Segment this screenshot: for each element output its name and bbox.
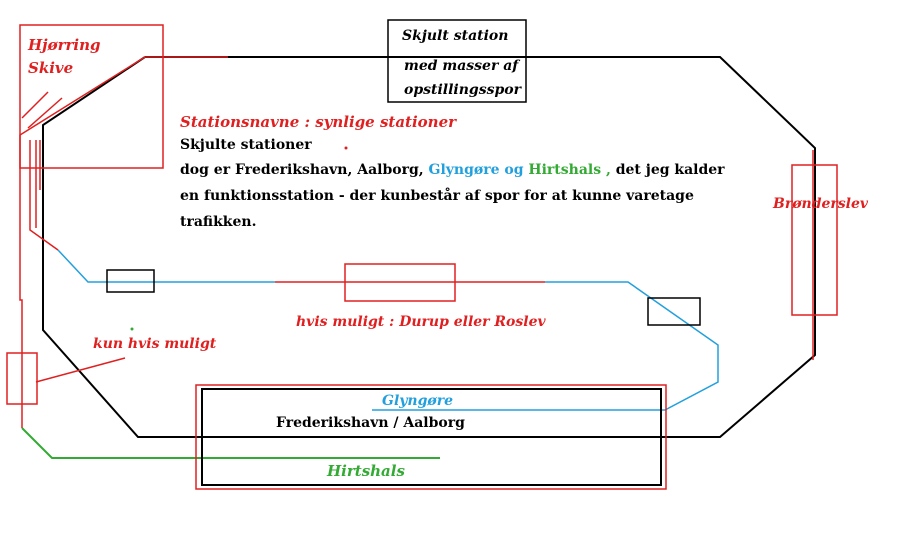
blue-track-right <box>372 281 719 411</box>
desc-line-1-b: det jeg kalder <box>615 162 725 178</box>
bronderslev-box <box>791 164 838 316</box>
hjorring-box <box>19 24 164 169</box>
red-spur-1 <box>21 91 49 119</box>
green-track <box>21 427 440 459</box>
label-hjorring: Hjørring <box>28 36 101 54</box>
frederikshavn-inner-box <box>201 388 662 486</box>
label-skive: Skive <box>28 59 74 77</box>
label-stationsnavne: Stationsnavne : synlige stationer <box>180 113 457 131</box>
desc-hirtshals: Hirtshals , <box>528 162 616 178</box>
desc-line-1-a: dog er Frederikshavn, Aalborg, <box>180 162 429 178</box>
desc-line-3: trafikken. <box>180 214 257 230</box>
red-left-vertical <box>19 232 23 428</box>
label-hirtshals: Hirtshals <box>327 462 405 480</box>
red-spur-3 <box>29 140 59 251</box>
label-skjulte: Skjulte stationer <box>180 137 312 153</box>
label-hidden-station-1: Skjult station <box>402 28 509 44</box>
black-main-loop <box>42 56 816 438</box>
label-frederikshavn: Frederikshavn / Aalborg <box>276 415 465 431</box>
red-track-hjorring <box>19 56 228 232</box>
label-hidden-station-3: opstillingsspor <box>404 82 521 98</box>
hidden-station-box <box>387 19 527 103</box>
small-box-right <box>647 297 701 326</box>
desc-glyngore: Glyngøre og <box>428 162 529 178</box>
kun-box <box>6 352 38 405</box>
desc-line-2: en funktionsstation - der kunbestår af s… <box>180 188 694 204</box>
label-kun-hvis-muligt: kun hvis muligt <box>93 336 217 352</box>
label-glyngore: Glyngøre <box>382 393 453 409</box>
label-bronderslev: Brønderslev <box>773 196 869 212</box>
label-hidden-station-2: med masser af <box>404 58 519 74</box>
durup-box <box>344 263 456 302</box>
red-branch-kun <box>35 357 126 383</box>
frederikshavn-outer-box <box>195 384 667 490</box>
green-dot <box>130 327 134 331</box>
blue-track <box>57 249 275 283</box>
small-box-left <box>106 269 155 293</box>
desc-line-1: dog er Frederikshavn, Aalborg, Glyngøre … <box>180 162 725 178</box>
label-durup: hvis muligt : Durup eller Roslev <box>296 314 546 330</box>
red-dot <box>344 146 348 150</box>
red-spur-2 <box>27 97 63 129</box>
